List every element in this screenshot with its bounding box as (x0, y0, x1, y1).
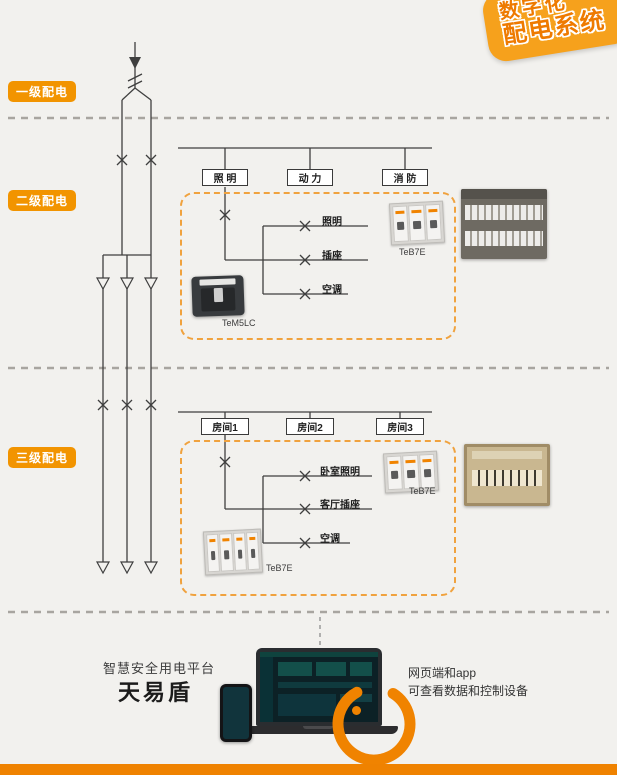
dashboard-widget (278, 694, 336, 716)
room-box-1: 房间1 (201, 418, 249, 435)
breaker-row (465, 231, 543, 246)
orange-arc-decoration (332, 682, 416, 766)
dashboard-sidebar (260, 657, 273, 722)
breaker-pole (245, 531, 260, 571)
breaker-toggle (213, 287, 224, 303)
breaker-pole (232, 532, 247, 571)
breaker-pole (392, 205, 410, 243)
dashboard-widget (278, 662, 312, 676)
breaker-pole (402, 454, 420, 490)
distribution-cabinet-photo-level3 (464, 444, 550, 506)
breaker-pole (424, 203, 442, 241)
breaker-nameplate (199, 278, 236, 286)
bottom-orange-bar (0, 764, 617, 775)
smartphone (220, 684, 252, 742)
feeder-box-power: 动 力 (287, 169, 333, 186)
app-note-line2: 可查看数据和控制设备 (408, 684, 529, 698)
breaker-pole (386, 455, 404, 491)
branch-label-lighting: 照明 (322, 217, 342, 228)
section-separators (8, 116, 609, 614)
cabinet-top (461, 189, 547, 199)
branch-label-livingroom-socket: 客厅插座 (320, 500, 360, 511)
breaker-pole (418, 453, 436, 489)
level2-label: 二级配电 (8, 190, 76, 211)
room-box-3: 房间3 (376, 418, 424, 435)
product-label-teb7e-level2: TeB7E (399, 247, 426, 257)
level3-panel-area (180, 440, 456, 596)
breaker-pole (408, 204, 426, 242)
distribution-cabinet-photo-level2 (461, 189, 547, 259)
level3-label: 三级配电 (8, 447, 76, 468)
wire-lines (102, 42, 432, 562)
incoming-supply-arrow-icon (129, 57, 141, 69)
feeder-box-fire: 消 防 (382, 169, 428, 186)
product-label-teb7e-level3-top: TeB7E (409, 486, 436, 496)
branch-label-ac: 空调 (322, 285, 342, 296)
flow-arrow-icons (95, 277, 159, 575)
breaker-row (465, 205, 543, 220)
breaker-pole (219, 533, 234, 572)
branch-label-bedroom-lighting: 卧室照明 (320, 467, 360, 478)
cabinet-label-strip (472, 451, 542, 459)
level2-panel-area (180, 192, 456, 340)
dashboard-widget (316, 662, 346, 676)
teb7e-breaker-image-level3-bottom (202, 528, 264, 576)
teb7e-breaker-image-level2 (388, 200, 446, 246)
room-box-2: 房间2 (286, 418, 334, 435)
product-label-tem5lc: TeM5LC (222, 318, 256, 328)
laptop-base (238, 726, 398, 734)
app-note-line1: 网页端和app (408, 666, 477, 680)
platform-title: 天易盾 (118, 680, 194, 705)
platform-subtitle: 智慧安全用电平台 (103, 661, 216, 676)
dashboard-status-dot (352, 706, 361, 715)
feeder-box-lighting: 照 明 (202, 169, 248, 186)
breaker-x-icons (97, 154, 311, 549)
dashboard-topbar (260, 652, 378, 657)
laptop-base-notch (303, 726, 333, 729)
smartphone-screen (223, 687, 249, 739)
laptop-dashboard-screen (260, 652, 378, 722)
product-label-teb7e-level3-bottom: TeB7E (266, 563, 293, 573)
tem5lc-breaker-image (191, 275, 245, 317)
branch-label-socket: 插座 (322, 251, 342, 262)
breaker-row (472, 470, 542, 486)
dashboard-widget (278, 682, 372, 688)
branch-label-ac2: 空调 (320, 534, 340, 545)
dashboard-widget (350, 662, 372, 676)
level1-label: 一级配电 (8, 81, 76, 102)
laptop (256, 648, 382, 726)
breaker-pole (206, 533, 221, 573)
